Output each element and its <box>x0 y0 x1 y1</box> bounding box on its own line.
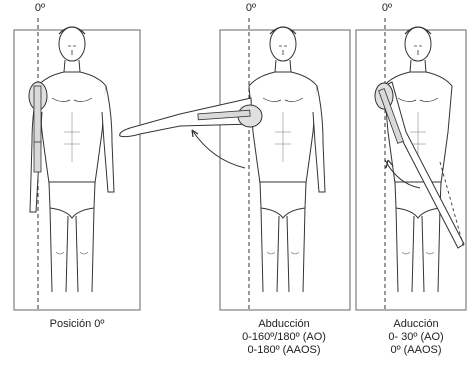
figure-neutral <box>14 18 140 310</box>
caption-neutral-title: Posición 0º <box>22 318 132 331</box>
caption-adduction-title: Aducción <box>368 318 464 331</box>
caption-abduction-aaos: 0-180º (AAOS) <box>222 344 346 357</box>
figure-abduction <box>120 18 350 310</box>
caption-adduction-ao: 0- 30º (AO) <box>368 331 464 344</box>
caption-neutral: Posición 0º <box>22 318 132 331</box>
angle-label-neutral: 0º <box>30 2 50 15</box>
motion-arc-abduction <box>192 130 245 168</box>
caption-adduction-aaos: 0º (AAOS) <box>368 344 464 357</box>
angle-label-adduction: 0º <box>377 2 397 15</box>
caption-adduction: Aducción 0- 30º (AO) 0º (AAOS) <box>368 318 464 357</box>
caption-abduction-ao: 0-160º/180º (AO) <box>222 331 346 344</box>
angle-label-abduction: 0º <box>241 2 261 15</box>
caption-abduction: Abducción 0-160º/180º (AO) 0-180º (AAOS) <box>222 318 346 357</box>
figure-adduction <box>356 18 466 310</box>
caption-abduction-title: Abducción <box>222 318 346 331</box>
